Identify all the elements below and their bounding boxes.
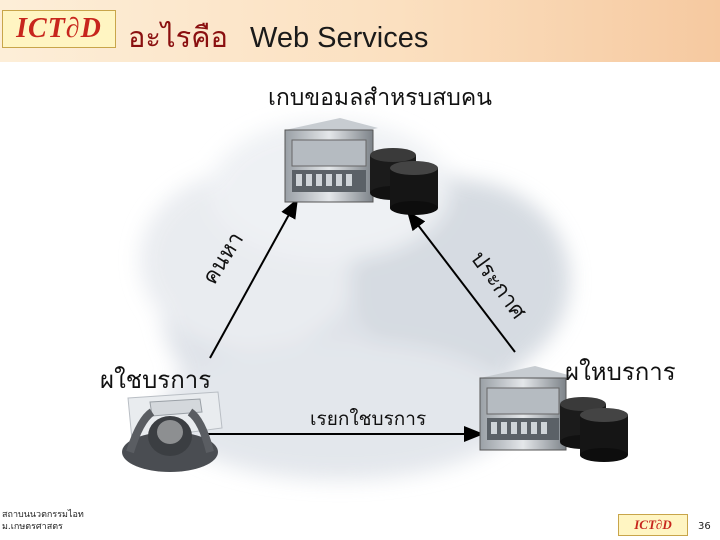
footer-institute: สถาบนนวตกรรมไอท ม.เกษตรศาสตร	[2, 509, 84, 533]
provider-label: ผใหบรการ	[565, 358, 676, 386]
footer-line-2: ม.เกษตรศาสตร	[2, 522, 63, 532]
footer-logo-text: ICT∂D	[634, 517, 672, 532]
provider-server-icon	[479, 366, 628, 462]
arrow-publish	[406, 210, 516, 353]
ict-logo: ICT∂D	[2, 10, 116, 48]
logo-text: ICT∂D	[16, 13, 102, 44]
title-en: Web Services	[249, 22, 429, 54]
header-bar: ICT∂D อะไรคือ Web Services	[0, 0, 720, 62]
page-number: 36	[698, 521, 711, 532]
registry-label: เกบขอมลสำหรบสบคน	[268, 85, 492, 111]
user-at-desk-icon	[122, 391, 223, 472]
arrow-find	[209, 198, 298, 359]
footer-line-1: สถาบนนวตกรรมไอท	[2, 510, 84, 520]
title-thai: อะไรคือ	[128, 22, 228, 54]
invoke-label: เรยกใชบรการ	[310, 408, 427, 430]
requester-label: ผใชบรการ	[100, 366, 212, 394]
footer-logo: ICT∂D	[618, 514, 688, 536]
page-title: อะไรคือ Web Services	[128, 14, 428, 60]
registry-server-icon	[284, 118, 438, 215]
